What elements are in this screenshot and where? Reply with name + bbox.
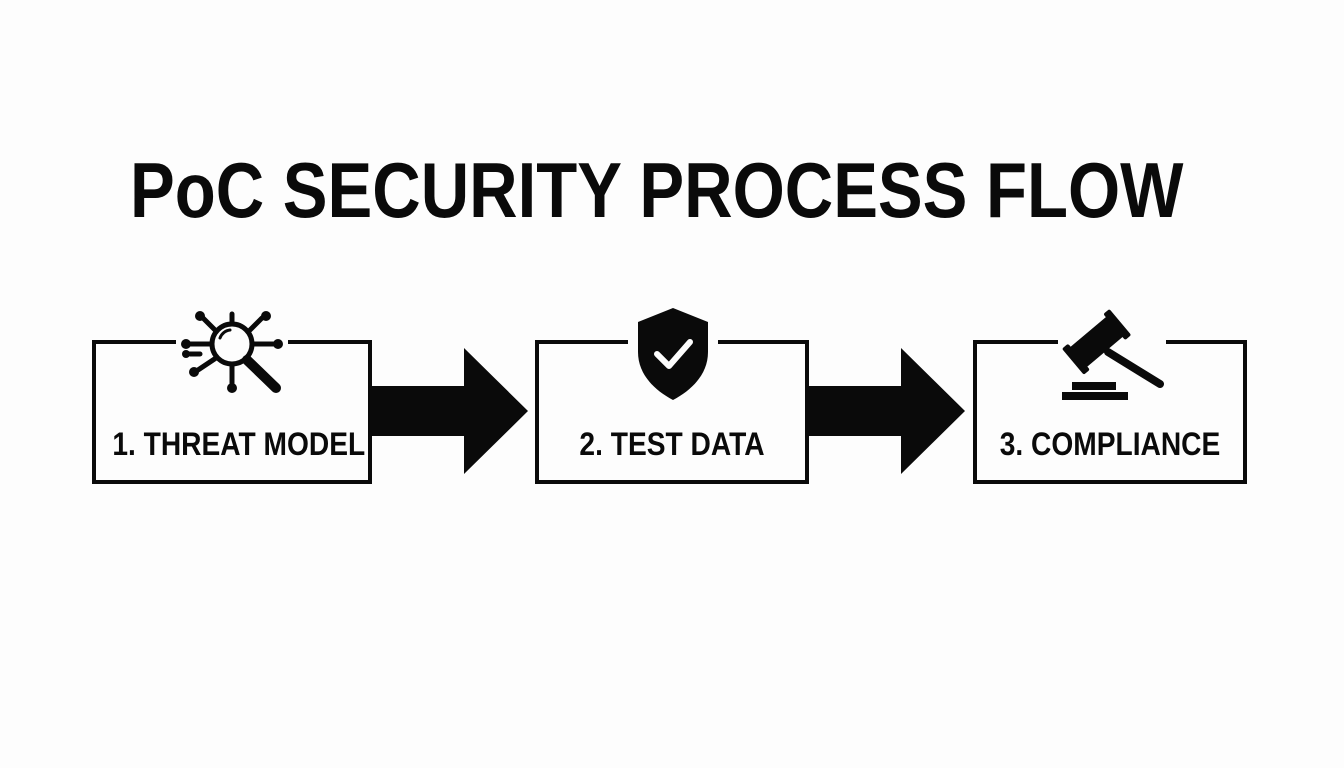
step-label: 1. THREAT MODEL (112, 426, 366, 462)
shield-check-icon (628, 304, 718, 404)
flow-arrow-2 (807, 348, 965, 474)
step-label: 2. TEST DATA (579, 426, 765, 462)
diagram-title: PoC SECURITY PROCESS FLOW (130, 146, 1184, 234)
flow-arrow-1 (370, 348, 528, 474)
magnifier-network-icon (176, 310, 288, 398)
gavel-icon (1058, 308, 1166, 400)
step-label: 3. COMPLIANCE (999, 426, 1221, 462)
